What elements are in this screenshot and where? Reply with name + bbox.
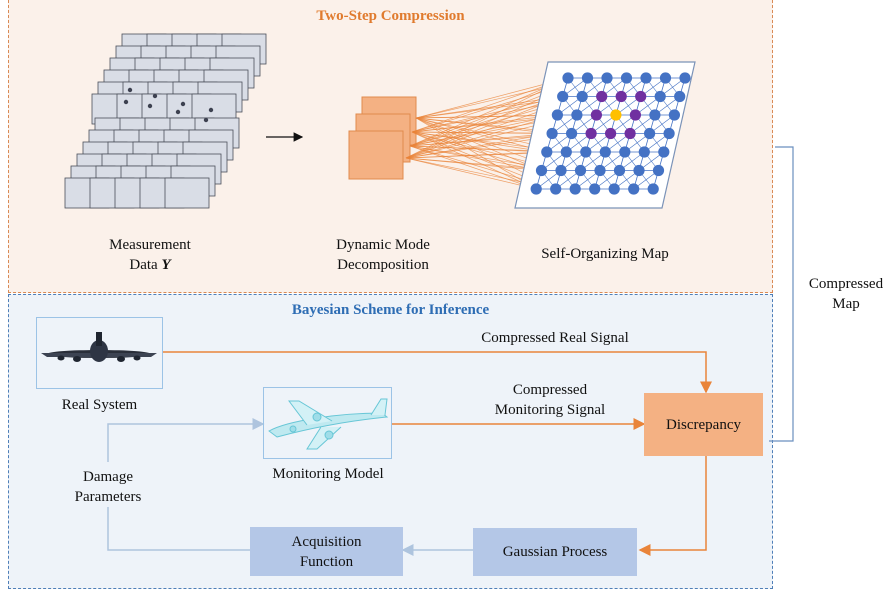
wireframe-airplane-icon [268, 398, 389, 450]
bayesian-scheme-title: Bayesian Scheme for Inference [291, 302, 490, 318]
som-node [601, 72, 613, 84]
som-node [613, 164, 626, 177]
som-node [659, 72, 672, 84]
som-node [530, 183, 542, 195]
som-node [535, 164, 548, 177]
som-node [576, 90, 588, 103]
som-node [596, 90, 608, 103]
compressed-monitoring-line2: Monitoring Signal [494, 402, 606, 418]
som-node [658, 146, 670, 158]
measurement-data-label: Measurement Data Y [95, 235, 205, 275]
som-node [608, 183, 620, 195]
measurement-symbol: Y [161, 257, 171, 273]
som-node [599, 146, 611, 158]
compressed-monitoring-line1: Compressed [512, 382, 588, 398]
som-node [668, 109, 681, 121]
dmd-label: Dynamic Mode Decomposition [318, 235, 448, 275]
som-node [647, 183, 659, 195]
measurement-label-line2: Data Y [95, 255, 205, 275]
som-node [571, 109, 583, 121]
som-node [566, 127, 578, 140]
damage-line1: Damage [83, 469, 133, 485]
airplane-photo-icon [41, 332, 157, 362]
som-node [562, 72, 574, 84]
som-node [640, 72, 652, 84]
measurement-label-data-word: Data [129, 257, 158, 273]
som-grid-nodes [530, 72, 691, 195]
compressed-map-line1: Compressed [808, 276, 884, 292]
two-step-compression-title: Two-Step Compression [316, 8, 465, 24]
som-node [560, 146, 572, 158]
som-node [654, 90, 666, 103]
som-node [546, 127, 558, 140]
measurement-data-stack-icon [64, 33, 267, 209]
som-node [605, 127, 617, 140]
som-node [615, 90, 627, 103]
acquisition-line1: Acquisition [291, 533, 362, 550]
real-system-image-frame [36, 317, 163, 389]
som-node [589, 183, 601, 195]
discrepancy-box: Discrepancy [644, 393, 763, 456]
monitoring-model-label: Monitoring Model [272, 466, 384, 482]
som-node [628, 183, 640, 195]
som-node [644, 127, 656, 140]
damage-line2: Parameters [74, 489, 142, 505]
compressed-map-bracket [769, 146, 794, 442]
measurement-label-line1: Measurement [109, 237, 191, 253]
som-node [590, 109, 603, 121]
acquisition-line2: Function [299, 553, 354, 570]
compressed-monitoring-signal-label: Compressed Monitoring Signal [465, 380, 635, 420]
som-node [557, 90, 569, 103]
som-node [633, 164, 645, 177]
compressed-map-label: Compressed Map [799, 274, 893, 314]
som-node [550, 183, 562, 195]
damage-parameters-label: Damage Parameters [58, 467, 158, 507]
dmd-blocks-icon [348, 96, 417, 180]
damage-to-monitoring-arrow [107, 418, 265, 462]
som-node [679, 72, 691, 84]
som-node [585, 127, 597, 140]
som-node [574, 164, 587, 177]
som-node [620, 72, 633, 84]
som-node [635, 90, 647, 103]
acquisition-to-damage-line [107, 505, 250, 551]
monitoring-model-image-frame [263, 387, 392, 459]
gaussian-process-box: Gaussian Process [473, 528, 637, 576]
som-node [541, 146, 553, 158]
som-node [652, 164, 665, 177]
som-node [624, 127, 636, 140]
som-node [649, 109, 661, 121]
acquisition-function-box: Acquisition Function [250, 527, 403, 576]
som-node [580, 146, 592, 158]
som-node [569, 183, 581, 195]
som-node [638, 146, 650, 158]
som-node [610, 109, 622, 121]
real-signal-arrow [163, 351, 712, 394]
som-node [555, 164, 567, 177]
compressed-real-signal-label: Compressed Real Signal [481, 330, 629, 346]
som-node [581, 72, 594, 84]
som-node [551, 109, 564, 121]
real-system-label: Real System [61, 397, 138, 413]
som-node [619, 146, 631, 158]
som-node [594, 164, 606, 177]
dmd-label-line1: Dynamic Mode [336, 237, 430, 253]
som-node [663, 127, 675, 140]
discrepancy-to-gp-arrow [638, 456, 707, 556]
som-node [629, 109, 642, 121]
som-label: Self-Organizing Map [541, 246, 669, 262]
som-node [674, 90, 686, 103]
compressed-map-line2: Map [832, 296, 860, 312]
dmd-label-line2: Decomposition [337, 257, 429, 273]
